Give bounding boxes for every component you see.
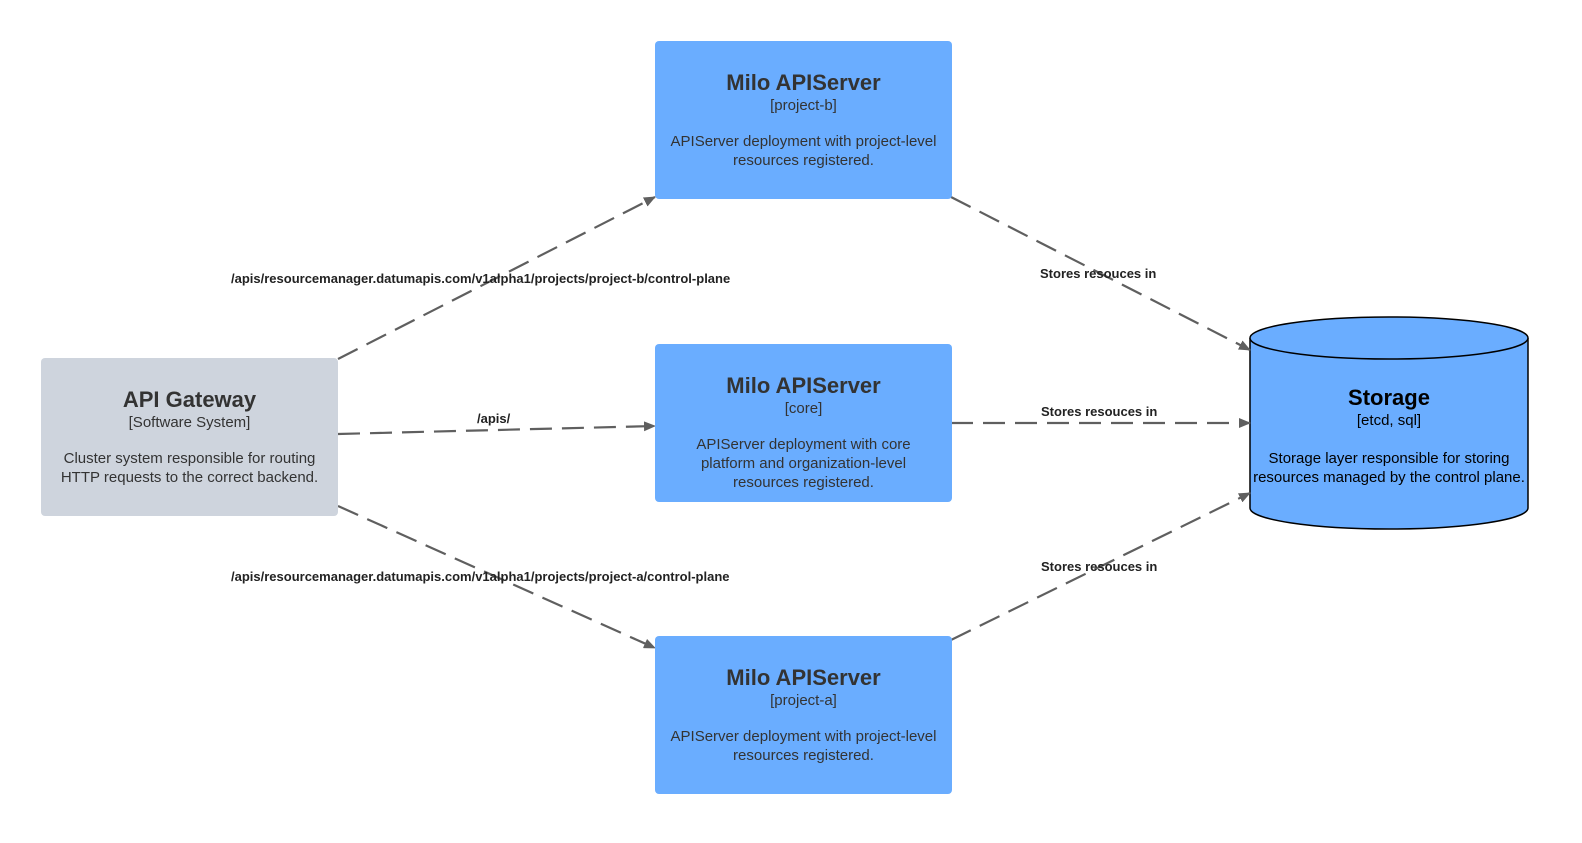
storage-cylinder — [1249, 316, 1529, 530]
edge-gateway-to-core — [337, 421, 656, 436]
edge-project-a-to-storage — [950, 492, 1251, 641]
node-milo-apiserver-project-b[interactable]: Milo APIServer [project-b] APIServer dep… — [655, 41, 952, 199]
node-technology: [Software System] — [128, 414, 251, 431]
edge-gateway-to-project-b — [337, 196, 656, 360]
node-technology: [project-a] — [770, 692, 837, 709]
edge-label-gateway-to-project-a: /apis/resourcemanager.datumapis.com/v1al… — [231, 569, 730, 584]
node-api-gateway[interactable]: API Gateway [Software System] Cluster sy… — [41, 358, 338, 516]
edge-project-b-to-storage — [950, 196, 1251, 351]
node-description: Cluster system responsible for routing H… — [60, 450, 319, 486]
edge-label-gateway-to-core: /apis/ — [477, 411, 511, 426]
node-technology: [project-b] — [770, 97, 837, 114]
edge-label-project-a-to-storage: Stores resouces in — [1041, 559, 1158, 574]
node-technology: [etcd, sql] — [1356, 412, 1422, 429]
node-description: Storage layer responsible for storing re… — [1253, 450, 1525, 486]
node-title: Milo APIServer — [726, 373, 881, 398]
node-title: API Gateway — [122, 387, 257, 412]
edge-label-gateway-to-project-b: /apis/resourcemanager.datumapis.com/v1al… — [231, 271, 731, 286]
node-description: APIServer deployment with core platform … — [696, 436, 911, 491]
node-title: Storage — [1348, 385, 1430, 410]
node-milo-apiserver-core[interactable]: Milo APIServer [core] APIServer deployme… — [655, 344, 952, 502]
edge-label-project-b-to-storage: Stores resouces in — [1040, 266, 1157, 281]
edge-label-core-to-storage: Stores resouces in — [1041, 404, 1158, 419]
node-technology: [core] — [784, 400, 823, 417]
node-milo-apiserver-project-a[interactable]: Milo APIServer [project-a] APIServer dep… — [655, 636, 952, 794]
node-description: APIServer deployment with project-level … — [670, 133, 937, 169]
node-storage[interactable]: Storage [etcd, sql] Storage layer respon… — [1250, 384, 1528, 487]
node-description: APIServer deployment with project-level … — [670, 728, 937, 764]
node-title: Milo APIServer — [726, 665, 881, 690]
node-title: Milo APIServer — [726, 70, 881, 95]
edge-gateway-to-project-a — [337, 504, 656, 650]
